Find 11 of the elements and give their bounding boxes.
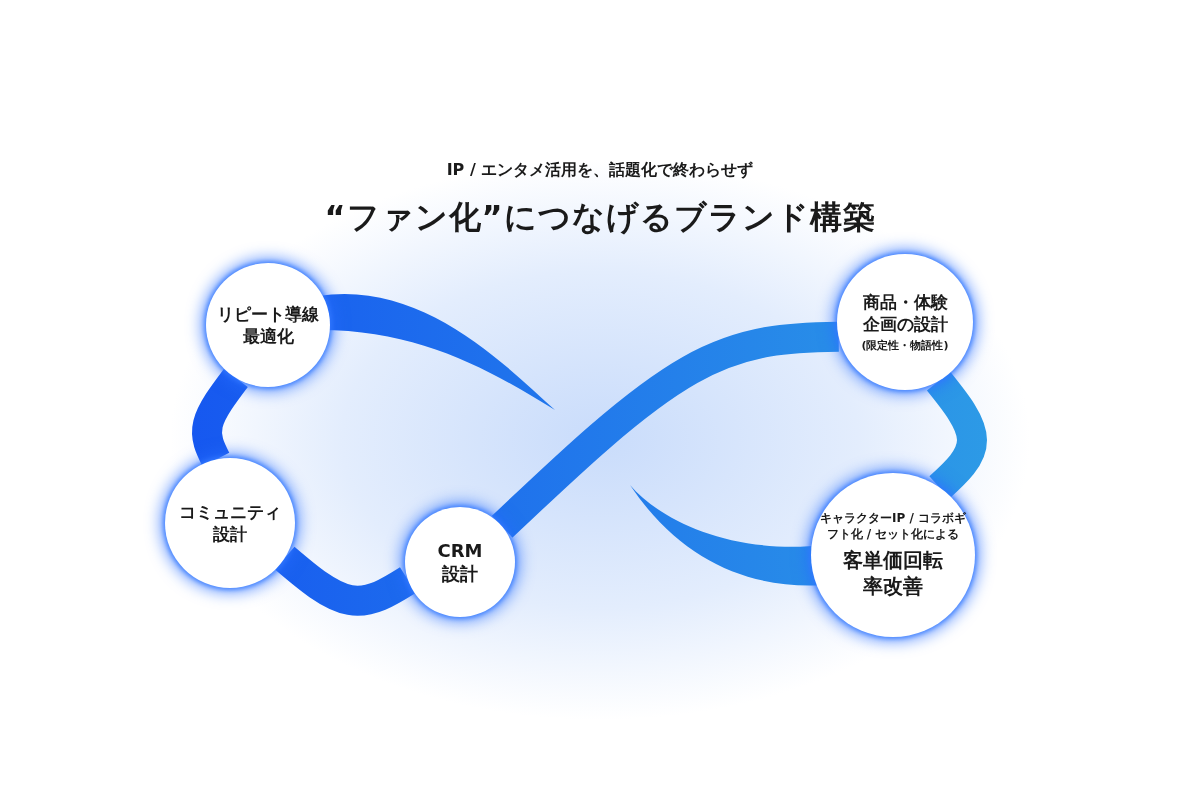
node-text: リピート導線最適化: [216, 302, 320, 348]
title: “ファン化”につなげるブランド構築: [323, 197, 877, 238]
node-text: (限定性・物語性): [860, 338, 950, 354]
node-text: 客単価回転率改善: [842, 546, 944, 599]
node-text: CRM設計: [436, 538, 484, 586]
node-text: コミュニティ設計: [178, 500, 282, 546]
node-text: 商品・体験企画の設計: [861, 290, 949, 335]
infinity-band-connector: [491, 321, 839, 538]
node-text: キャラクターIP / コラボギフト化 / セット化による: [819, 511, 967, 543]
subtitle: IP / エンタメ活用を、話題化で終わらせず: [445, 160, 755, 181]
infinity-band-connector: [926, 371, 987, 499]
